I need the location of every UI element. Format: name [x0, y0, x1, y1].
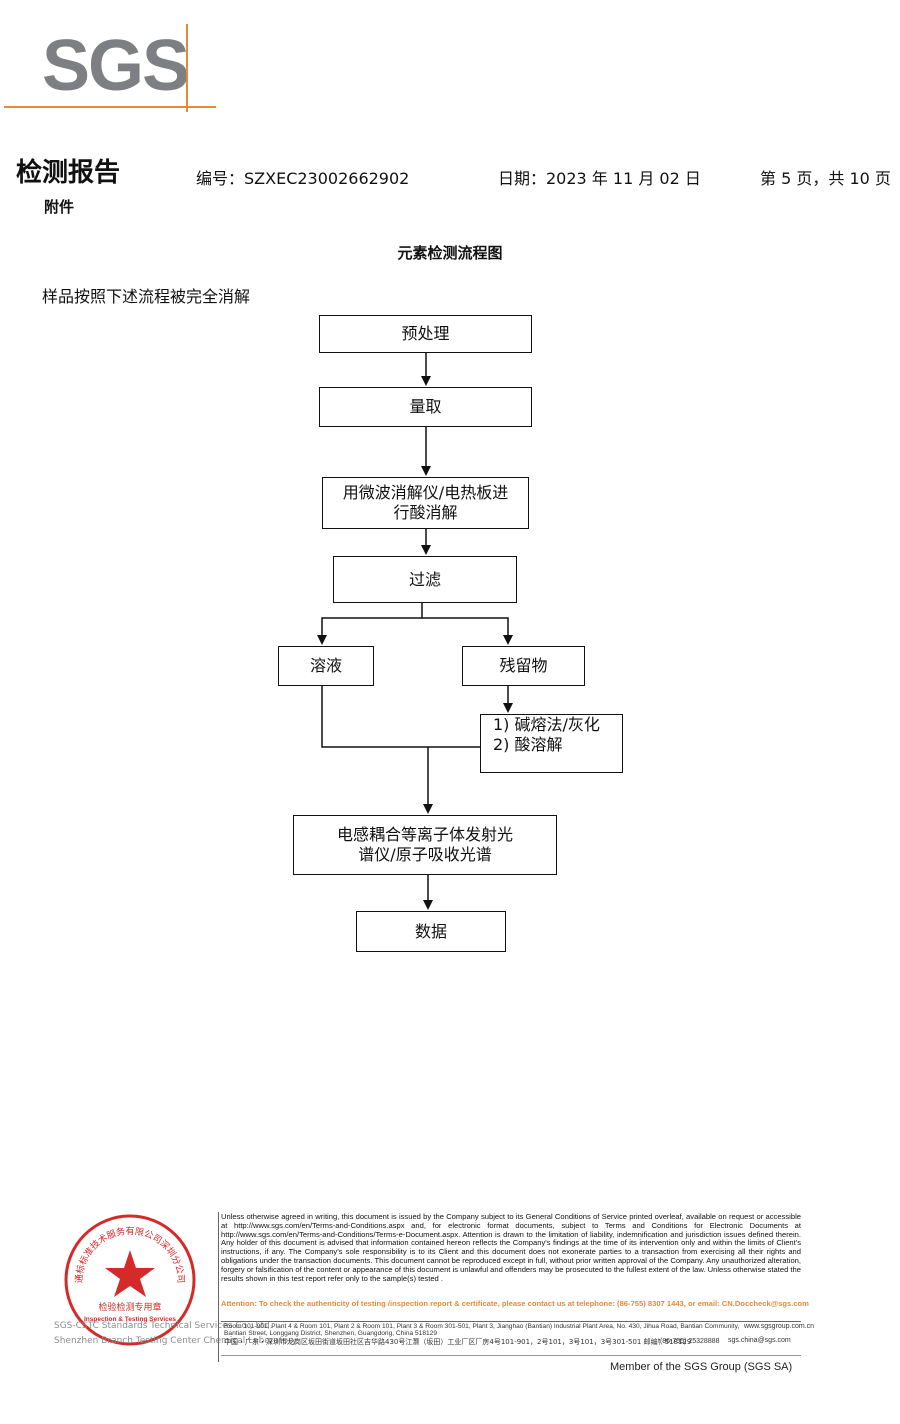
footer-rule [221, 1321, 801, 1322]
split-line [317, 602, 423, 645]
flow-box-pretreatment: 预处理 [319, 315, 532, 353]
flow-box-residue: 残留物 [462, 646, 585, 686]
annex-label: 附件 [44, 198, 75, 216]
split-line-right [422, 617, 513, 645]
lab-name-english: SGS-CSTC Standards Technical Services Co… [54, 1321, 273, 1331]
footer-website-link[interactable]: www.sgsgroup.com.cn [744, 1323, 815, 1330]
footer-disclaimer: Unless otherwise agreed in writing, this… [221, 1212, 801, 1283]
footer-address-english: Room 101-901, Plant 4 & Room 101, Plant … [224, 1323, 740, 1337]
footer-address-chinese: 中国・广东・深圳市龙岗区坂田街道坂田社区吉华路430号江灏（坂田）工业厂区厂房4… [224, 1338, 692, 1346]
flow-label-data: 数据 [414, 921, 447, 941]
section-title: 元素检测流程图 [397, 244, 503, 262]
flow-label-pretreatment: 预处理 [401, 324, 450, 343]
flow-label-analysis-1: 电感耦合等离子体发射光 [336, 825, 513, 844]
flow-label-digest-2: 行酸消解 [393, 503, 458, 522]
footer-member-note: Member of the SGS Group (SGS SA) [610, 1361, 793, 1373]
sgs-logo-text: SGS [42, 26, 190, 106]
flow-box-weigh: 量取 [319, 387, 532, 427]
company-seal-stamp: 通标标准技术服务有限公司深圳分公司 检验检测专用章 Inspection & T… [64, 1214, 196, 1346]
flow-box-data: 数据 [356, 911, 506, 952]
footer-email-link[interactable]: sgs.china@sgs.com [728, 1337, 791, 1344]
report-number: 编号：SZXEC23002662902 [196, 169, 410, 188]
flow-label-residue: 残留物 [499, 656, 548, 675]
footer-phone: t(86-755) 25328888 [658, 1338, 720, 1345]
flow-label-solution: 溶液 [309, 656, 342, 675]
flow-label-analysis-2: 谱仪/原子吸收光谱 [358, 845, 492, 864]
flow-box-digest: 用微波消解仪/电热板进 行酸消解 [322, 477, 529, 529]
logo-vertical-rule [186, 24, 188, 112]
logo-horizontal-rule [4, 106, 216, 108]
flow-box-analysis: 电感耦合等离子体发射光 谱仪/原子吸收光谱 [293, 815, 557, 875]
flow-label-fusion-2: 2) 酸溶解 [493, 735, 563, 754]
svg-text:检验检测专用章: 检验检测专用章 [98, 1301, 161, 1313]
footer-attention: Attention: To check the authenticity of … [221, 1299, 809, 1308]
footer-divider [218, 1212, 220, 1362]
flow-box-filter: 过滤 [333, 556, 517, 603]
flow-label-digest-1: 用微波消解仪/电热板进 [342, 483, 509, 502]
svg-text:Inspection & Testing Services: Inspection & Testing Services [84, 1316, 176, 1323]
page-info: 第 5 页，共 10 页 [760, 169, 891, 188]
lab-branch-english: Shenzhen Branch Testing Center Chemical … [54, 1336, 298, 1346]
solution-merge-line [321, 686, 480, 748]
flow-box-fusion: 1) 碱熔法/灰化 2) 酸溶解 [480, 714, 623, 773]
flow-label-fusion-1: 1) 碱熔法/灰化 [493, 715, 600, 734]
intro-text: 样品按照下述流程被完全消解 [42, 287, 251, 306]
footer-rule-bottom [221, 1355, 801, 1356]
report-title: 检测报告 [16, 158, 121, 188]
flow-box-solution: 溶液 [278, 646, 374, 686]
report-date: 日期：2023 年 11 月 02 日 [498, 169, 701, 188]
flowchart-connectors [317, 352, 513, 910]
stamp-star-icon [105, 1250, 155, 1297]
flow-label-weigh: 量取 [409, 397, 442, 416]
flow-label-filter: 过滤 [408, 569, 441, 589]
